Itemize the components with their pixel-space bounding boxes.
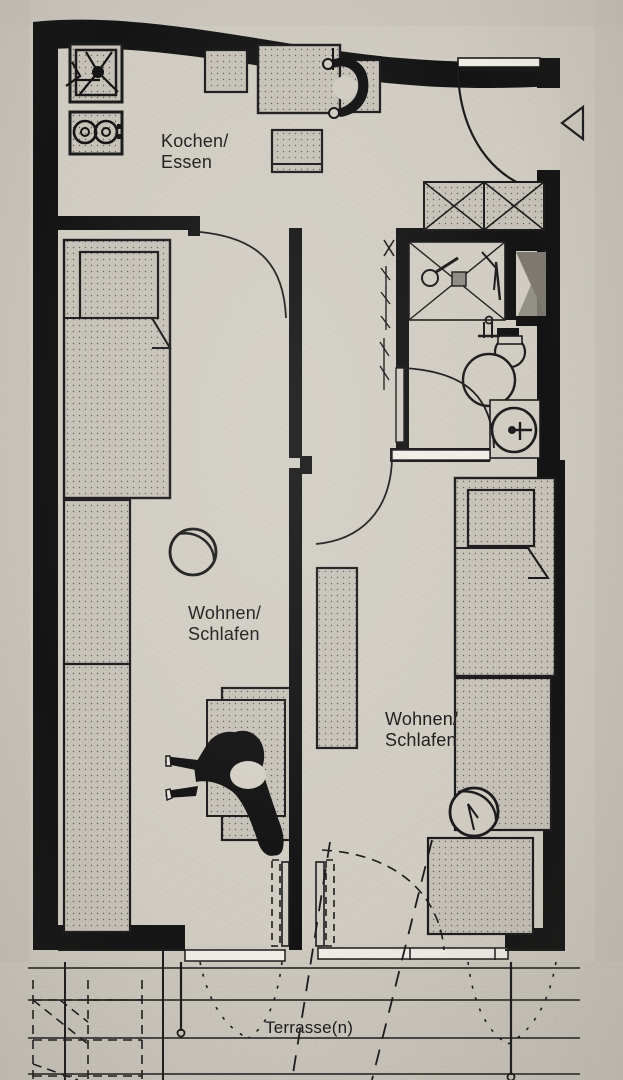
wall-right-upper bbox=[537, 58, 560, 88]
hatch-marks-left-of-bath bbox=[379, 239, 395, 390]
bathtub-circle bbox=[461, 352, 517, 408]
threshold-detail bbox=[58, 949, 565, 1080]
awning-dotted-arcs bbox=[199, 961, 557, 1045]
kitchen-sink bbox=[65, 42, 124, 104]
terrace-dashed-extension bbox=[32, 980, 143, 1080]
wall-left-room-jamb bbox=[188, 216, 200, 236]
bed-right bbox=[453, 476, 557, 678]
stove-4-burner bbox=[68, 110, 124, 156]
terrace-slab bbox=[0, 962, 623, 1080]
door-right-room bbox=[315, 449, 491, 545]
cabinet-right-room bbox=[315, 566, 359, 750]
door-left-room bbox=[199, 231, 287, 319]
terrace-railing bbox=[176, 962, 516, 1080]
shower-tray bbox=[408, 241, 506, 321]
terrace-door-left bbox=[184, 859, 290, 962]
figure-person-kitchen bbox=[322, 48, 369, 119]
terrace-swing-arcs bbox=[321, 849, 445, 951]
wall-center-lower bbox=[289, 468, 302, 950]
dining-table-group bbox=[203, 43, 382, 174]
wardrobe-left bbox=[62, 498, 132, 934]
wall-center-upper bbox=[289, 228, 302, 458]
washbasin bbox=[489, 399, 541, 459]
door-bathroom bbox=[395, 367, 495, 449]
section-line-diagonal bbox=[291, 839, 433, 1080]
wall-left-room-top bbox=[58, 216, 198, 230]
round-table-right bbox=[448, 786, 500, 838]
wall-left bbox=[33, 22, 58, 950]
entrance-arrow-icon bbox=[560, 104, 585, 142]
figure-person-living bbox=[165, 730, 284, 856]
wardrobe-right bbox=[426, 676, 553, 936]
window-openings bbox=[300, 456, 311, 472]
wall-bath-inner-right bbox=[505, 242, 516, 320]
wall-cabinet bbox=[423, 181, 545, 231]
bed-left bbox=[62, 238, 172, 500]
wall-bath-top bbox=[396, 228, 546, 242]
bath-fittings bbox=[478, 315, 500, 338]
round-table-left bbox=[168, 527, 218, 577]
